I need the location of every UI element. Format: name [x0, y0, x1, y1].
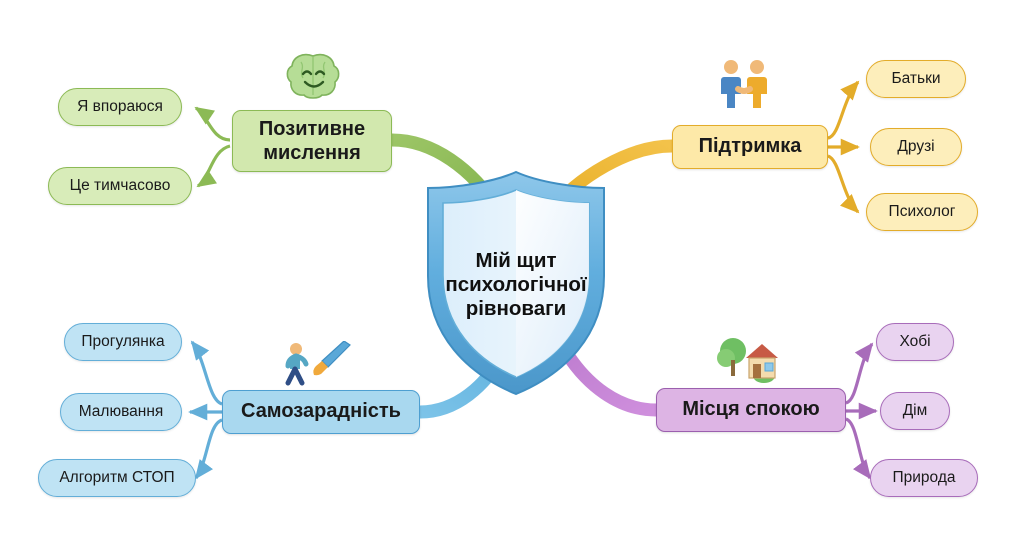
leaf-node-drawing[interactable]: Малювання — [60, 393, 182, 431]
smiling-brain-icon — [286, 53, 340, 99]
shield-icon — [427, 170, 605, 396]
arrow-self-3 — [194, 418, 223, 480]
arrow-support-1 — [827, 80, 860, 140]
leaf-label: Алгоритм СТОП — [59, 469, 175, 487]
branch-node-support[interactable]: Підтримка — [672, 125, 828, 169]
leaf-label: Я впораюся — [77, 98, 163, 116]
leaf-label: Природа — [892, 469, 956, 487]
leaf-label: Дім — [902, 402, 928, 420]
branch-node-positive-thinking[interactable]: Позитивне мислення — [232, 110, 392, 172]
branch-node-calm-places[interactable]: Місця спокою — [656, 388, 846, 432]
leaf-label: Психолог — [888, 203, 956, 221]
arrow-calm-1 — [845, 342, 874, 405]
leaf-label: Хобі — [899, 333, 931, 351]
arrow-self-1 — [190, 340, 223, 406]
arrow-positive-1 — [194, 106, 231, 142]
branch-label-calm-places: Місця спокою — [682, 398, 820, 421]
leaf-node-home[interactable]: Дім — [880, 392, 950, 430]
arrow-support-3 — [827, 154, 860, 214]
leaf-node-i-will-manage[interactable]: Я впораюся — [58, 88, 182, 126]
arrow-calm-3 — [845, 417, 872, 480]
leaf-node-walk[interactable]: Прогулянка — [64, 323, 182, 361]
branch-label-positive-thinking-line1: Позитивне — [258, 118, 366, 140]
arrow-positive-2 — [196, 144, 231, 188]
leaf-node-this-is-temporary[interactable]: Це тимчасово — [48, 167, 192, 205]
leaf-node-friends[interactable]: Друзі — [870, 128, 962, 166]
handshake-people-icon — [721, 60, 767, 108]
leaf-label: Це тимчасово — [69, 177, 171, 195]
branch-label-self-reliance: Самозарадність — [241, 400, 401, 423]
branch-label-positive-thinking-line2: мислення — [263, 142, 361, 164]
leaf-node-stop-algorithm[interactable]: Алгоритм СТОП — [38, 459, 196, 497]
trunk-calm-places — [559, 345, 663, 417]
leaf-node-psychologist[interactable]: Психолог — [866, 193, 978, 231]
branch-node-self-reliance[interactable]: Самозарадність — [222, 390, 420, 434]
leaf-label: Батьки — [891, 70, 941, 88]
branch-label-support: Підтримка — [698, 135, 802, 158]
walking-person-paintbrush-icon — [285, 341, 351, 386]
leaf-node-nature[interactable]: Природа — [870, 459, 978, 497]
leaf-label: Малювання — [78, 403, 164, 421]
leaf-node-parents[interactable]: Батьки — [866, 60, 966, 98]
house-with-tree-icon — [717, 338, 778, 383]
leaf-node-hobby[interactable]: Хобі — [876, 323, 954, 361]
leaf-label: Прогулянка — [81, 333, 165, 351]
leaf-label: Друзі — [897, 138, 935, 156]
